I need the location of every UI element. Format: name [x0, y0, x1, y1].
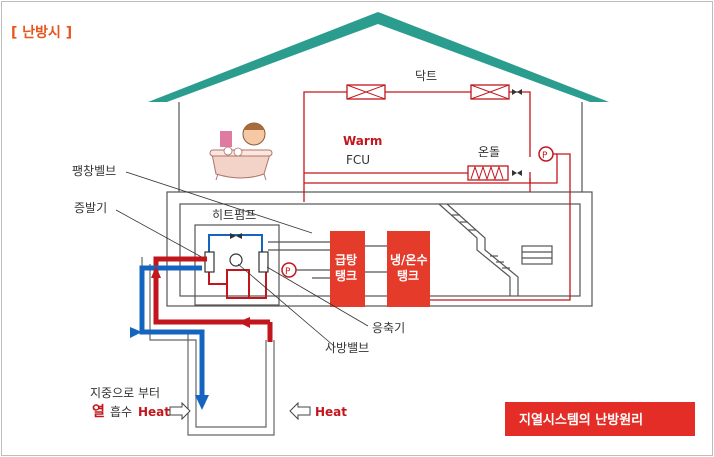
expansion-valve-label: 팽창벨브	[72, 164, 116, 178]
fcu-label: FCU	[346, 153, 370, 167]
heat-right-label: Heat	[315, 405, 347, 419]
condenser-unit	[258, 251, 269, 273]
heat-left-label: Heat	[138, 405, 170, 419]
duct-valve-icon	[512, 89, 517, 95]
cool-warm-tank	[387, 231, 430, 307]
ground-heat-char: 열	[92, 403, 105, 420]
hot-water-tank	[330, 231, 365, 307]
heat-arrow-right	[289, 401, 311, 421]
banner-title: 지열시스템의 난방원리	[519, 412, 643, 428]
flow-arrow-blue	[130, 327, 142, 338]
pump-label-2: P	[542, 151, 548, 161]
floor-heating-coil	[467, 165, 509, 181]
cool-warm-tank-label-1: 냉/온수	[390, 252, 428, 267]
banner	[505, 402, 695, 436]
heat-pump-label: 히트펌프	[212, 208, 256, 222]
ground-absorb-label: 흡수	[110, 405, 132, 419]
heat-pump-circuit	[208, 234, 267, 299]
down-arrow-blue	[195, 395, 209, 410]
heat-pump-box	[194, 224, 280, 306]
hot-water-tank-label-2: 탱크	[335, 269, 357, 283]
mode-label: [ 난방시 ]	[11, 24, 72, 41]
bathtub-illustration	[209, 122, 273, 181]
floor-heating-label: 온돌	[478, 145, 500, 159]
leader-lines	[115, 171, 369, 347]
heating-supply-loop	[303, 91, 571, 301]
pump-label: P	[285, 267, 291, 277]
evaporator-label: 증발기	[74, 201, 107, 215]
cool-warm-tank-label-2: 탱크	[397, 269, 419, 283]
condenser-label: 응축기	[372, 321, 405, 335]
flow-arrow-red-2	[238, 317, 250, 328]
warm-label: Warm	[343, 134, 382, 148]
pump-icon-2	[538, 146, 554, 162]
flow-arrow-red-1	[151, 266, 161, 278]
four-way-valve-label: 사방밸브	[325, 341, 369, 355]
evaporator-unit	[204, 251, 215, 273]
heat-arrow-left	[169, 401, 191, 421]
expansion-valve-icon	[230, 233, 236, 239]
ground-source-label: 지중으로 부터	[90, 386, 160, 400]
ground-loop-flow	[139, 256, 273, 397]
hot-water-tank-label-1: 급탕	[335, 252, 357, 267]
floor-valve-icon	[512, 170, 517, 176]
duct-label: 닥트	[415, 69, 437, 83]
house-outline	[166, 102, 593, 307]
tank-pipes	[268, 241, 387, 279]
